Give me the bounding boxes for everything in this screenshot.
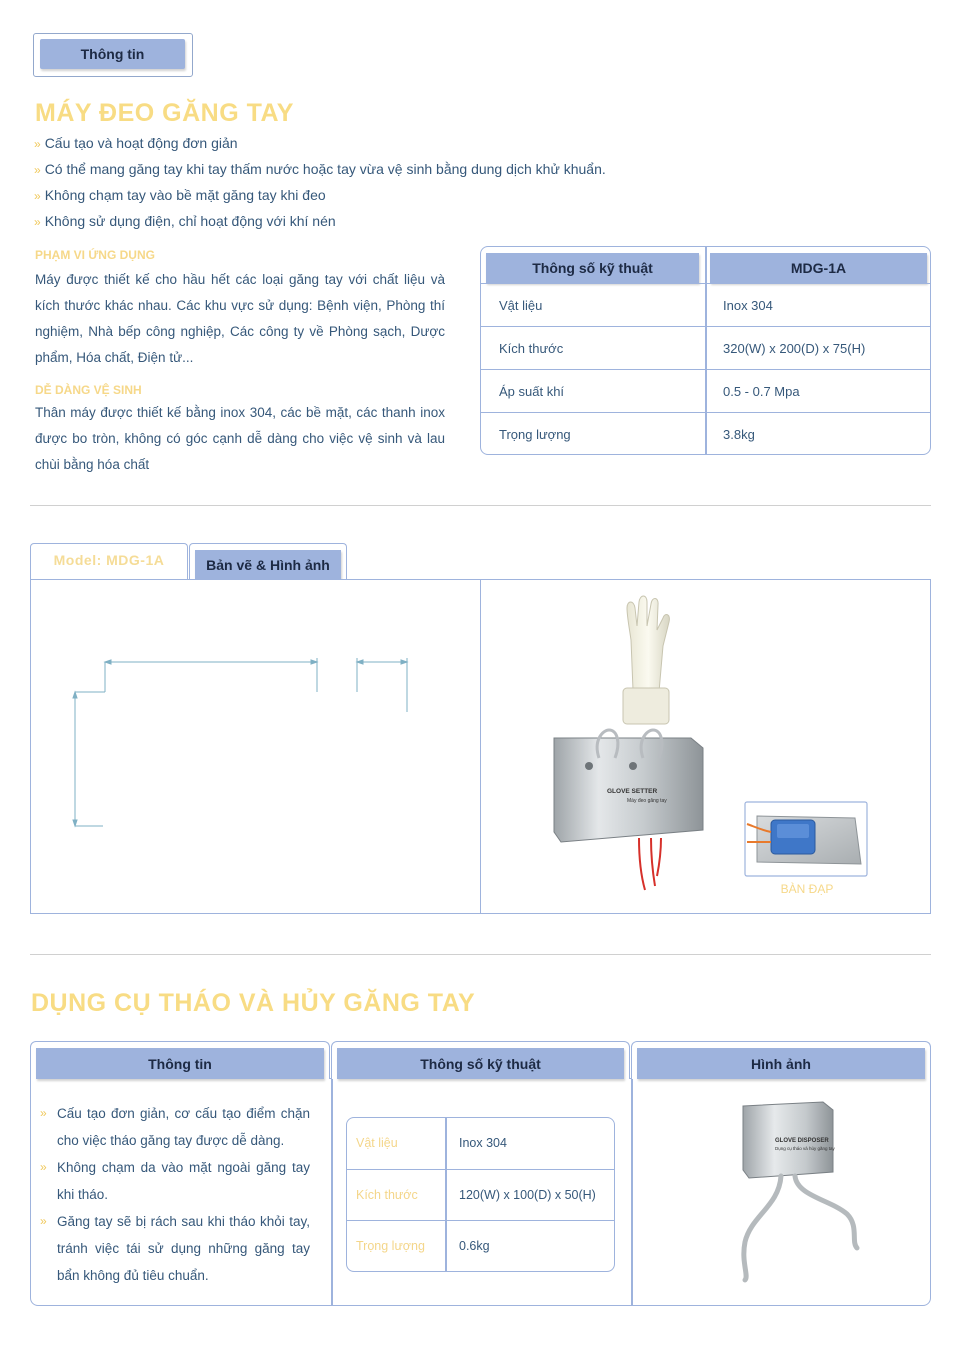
spec-value: 0.6kg [459, 1239, 490, 1253]
spec-divider [445, 1118, 447, 1271]
spec-key: Vật liệu [356, 1136, 398, 1150]
column-divider [631, 1079, 633, 1305]
spec-key: Vật liệu [499, 298, 543, 313]
list-item: »Cấu tạo và hoạt động đơn giản [34, 135, 238, 151]
spec-value: Inox 304 [459, 1136, 507, 1150]
tab-image-label[interactable]: Hình ảnh [637, 1048, 925, 1079]
divider [30, 505, 931, 506]
list-item: »Không chạm tay vào bề mặt găng tay khi … [34, 187, 326, 203]
tab-model[interactable]: Model: MDG-1A [30, 543, 188, 579]
spec-key: Áp suất khí [499, 384, 565, 399]
tab-info-label[interactable]: Thông tin [36, 1048, 324, 1079]
bullet-marker: » [40, 1214, 47, 1228]
table-row: Trọng lượng 0.6kg [347, 1220, 614, 1272]
dimension-drawing [72, 658, 409, 828]
spec-value: 0.5 - 0.7 Mpa [723, 384, 800, 399]
section2-title: DỤNG CỤ THÁO VÀ HỦY GĂNG TAY [31, 989, 476, 1017]
spec-key: Kích thước [356, 1188, 418, 1202]
tab-info[interactable]: Thông tin [30, 1041, 330, 1079]
spec-key: Trọng lượng [356, 1239, 425, 1253]
scope-text: Máy được thiết kế cho hầu hết các loại g… [35, 272, 445, 365]
tab-drawing-label[interactable]: Bản vẽ & Hình ảnh [195, 550, 341, 580]
glove-disposer-image: GLOVE DISPOSER Dụng cụ tháo và hủy găng … [741, 1101, 860, 1283]
spec-value: 120(W) x 100(D) x 50(H) [459, 1188, 596, 1202]
spec-header-left: Thông số kỹ thuật [486, 253, 699, 283]
disposer-spec-table: Vật liệu Inox 304 Kích thước 120(W) x 10… [346, 1117, 615, 1272]
device-sublabel: Máy đeo găng tay [627, 798, 667, 804]
spec-key: Kích thước [499, 341, 564, 356]
list-item: »Có thể mang găng tay khi tay thấm nước … [34, 161, 606, 177]
table-row: Kích thước 120(W) x 100(D) x 50(H) [347, 1169, 614, 1221]
disposer-feature-list: »Cấu tạo đơn giản, cơ cấu tạo điểm chặn … [40, 1100, 310, 1289]
spec-key: Trọng lượng [499, 427, 571, 442]
table-row: Vật liệu Inox 304 [347, 1118, 614, 1169]
bullet-marker: » [40, 1160, 47, 1174]
bullet-marker: » [40, 1106, 47, 1120]
spec-table: Thông số kỹ thuật MDG-1A Vật liệu Inox 3… [480, 246, 931, 455]
spec-divider [705, 247, 707, 454]
table-row: Vật liệu Inox 304 [481, 283, 930, 327]
feature-list: »Cấu tạo và hoạt động đơn giản »Có thể m… [34, 133, 606, 237]
table-row: Trọng lượng 3.8kg [481, 412, 930, 456]
tab-spec[interactable]: Thông số kỹ thuật [331, 1041, 630, 1079]
bullet-marker: » [34, 163, 41, 177]
list-item: »Cấu tạo đơn giản, cơ cấu tạo điểm chặn … [40, 1100, 310, 1154]
list-item: »Không sử dụng điện, chỉ hoạt động với k… [34, 213, 336, 229]
disposer-sublabel: Dụng cụ tháo và hủy găng tay [775, 1145, 836, 1151]
bullet-marker: » [34, 189, 41, 203]
list-item: »Găng tay sẽ bị rách sau khi tháo khỏi t… [40, 1208, 310, 1289]
spec-value: Inox 304 [723, 298, 773, 313]
pedal-caption: BÀN ĐẠP [780, 882, 834, 896]
bullet-marker: » [34, 215, 41, 229]
info-tab-label[interactable]: Thông tin [40, 39, 185, 69]
clean-heading: DỄ DÀNG VỆ SINH [35, 383, 142, 397]
glove-setter-image: GLOVE SETTER Máy đeo găng tay [553, 595, 868, 891]
scope-heading: PHẠM VI ỨNG DỤNG [35, 248, 155, 262]
tab-model-label[interactable]: Model: MDG-1A [53, 552, 165, 568]
device-label: GLOVE SETTER [607, 788, 658, 795]
table-row: Áp suất khí 0.5 - 0.7 Mpa [481, 369, 930, 413]
divider [30, 954, 931, 955]
spec-value: 320(W) x 200(D) x 75(H) [723, 341, 866, 356]
page-title: MÁY ĐEO GĂNG TAY [35, 99, 294, 127]
tab-image[interactable]: Hình ảnh [631, 1041, 931, 1079]
spec-header-right: MDG-1A [710, 253, 927, 283]
clean-text: Thân máy được thiết kế bằng inox 304, cá… [35, 405, 445, 472]
spec-value: 3.8kg [723, 427, 755, 442]
photo-panel: GLOVE SETTER Máy đeo găng tay BÀN ĐẠP [480, 579, 931, 914]
column-divider [331, 1079, 333, 1305]
drawing-panel [30, 579, 481, 914]
tab-drawing[interactable]: Bản vẽ & Hình ảnh [189, 543, 347, 580]
disposer-label: GLOVE DISPOSER [775, 1138, 829, 1144]
tab-spec-label[interactable]: Thông số kỹ thuật [337, 1048, 624, 1079]
table-row: Kích thước 320(W) x 200(D) x 75(H) [481, 326, 930, 370]
bullet-marker: » [34, 137, 41, 151]
list-item: »Không chạm da vào mặt ngoài găng tay kh… [40, 1154, 310, 1208]
